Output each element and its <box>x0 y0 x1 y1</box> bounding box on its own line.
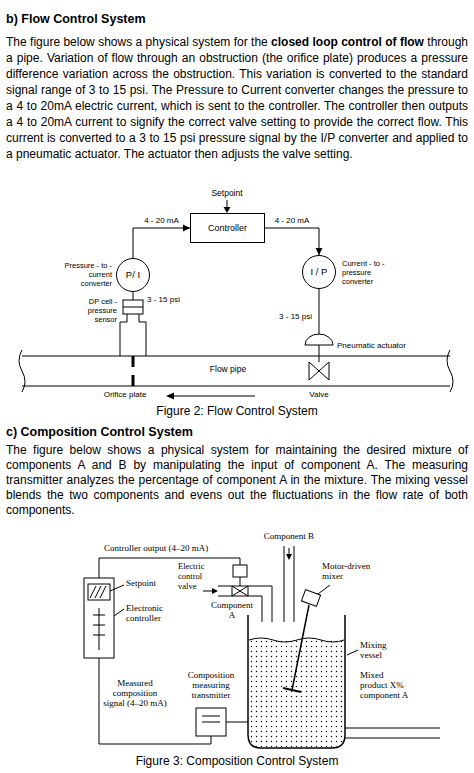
node-text: I / P <box>311 267 328 278</box>
flow-arrow <box>203 591 213 592</box>
converter-circle: I / P <box>302 255 336 289</box>
node-text: Controller <box>208 223 247 233</box>
part-label: Composition measuring transmitter <box>180 670 242 700</box>
valve-stem <box>319 345 320 362</box>
part-label: Setpoint <box>126 578 156 588</box>
signal-label: Setpoint <box>211 189 242 199</box>
sample-line <box>226 722 248 723</box>
part-label: Electric control valve <box>178 561 218 591</box>
paragraph: The figure below shows a physical system… <box>6 443 468 518</box>
part-label: Current - to - pressure converter <box>342 259 402 286</box>
dp-cell-diaphragm <box>123 307 143 308</box>
mixture-fill <box>249 640 344 747</box>
display-hatching <box>90 586 106 598</box>
figure-caption: Figure 2: Flow Control System <box>156 405 317 419</box>
signal-line <box>265 228 323 255</box>
controller-box: Controller <box>190 213 265 243</box>
output-wire <box>99 558 240 578</box>
figure-caption: Figure 3: Composition Control System <box>136 755 339 769</box>
mixer-shaft <box>292 605 309 690</box>
part-label: Pneumatic actuator <box>337 341 406 350</box>
part-label: DP cell - pressure sensor <box>71 297 117 324</box>
part-label: Pressure - to - current converter <box>56 261 112 288</box>
arrow-head <box>183 225 190 232</box>
signal-label: 3 - 15 psi <box>279 312 312 321</box>
transmitter-detail <box>202 716 220 722</box>
signal-line <box>133 225 190 259</box>
node-text: P/ I <box>126 270 140 281</box>
pipe-break <box>19 350 25 392</box>
transmitter-symbol <box>196 708 226 736</box>
leader-line <box>114 609 124 616</box>
pressure-line <box>133 292 134 300</box>
converter-circle: P/ I <box>116 258 150 292</box>
signal-label: Controller output (4–20 mA) <box>104 543 208 553</box>
controller-display <box>88 584 110 600</box>
valve-symbol <box>309 362 329 380</box>
arrow-head <box>166 393 174 400</box>
actuator-symbol <box>305 334 333 345</box>
controller-scale <box>93 608 105 650</box>
valve-symbol <box>232 586 248 596</box>
part-label: Mixed product X% component A <box>360 670 412 700</box>
vessel-outline <box>248 615 345 748</box>
paragraph-text: through a pipe. Variation of flow throug… <box>6 35 468 161</box>
signal-label: Measured composition signal (4–20 mA) <box>103 678 167 708</box>
part-label: Orifice plate <box>104 390 147 399</box>
edge-label: 4 - 20 mA <box>274 216 311 225</box>
section-heading: c) Composition Control System <box>6 425 193 439</box>
section-heading: b) Flow Control System <box>6 12 146 26</box>
signal-label: 3 - 15 psi <box>147 295 180 304</box>
pipe-wall <box>22 356 450 357</box>
leader-line <box>347 650 358 655</box>
part-label: Electronic controller <box>126 603 186 623</box>
connector-path <box>133 228 190 258</box>
paragraph-text: The figure below shows a physical system… <box>6 35 268 49</box>
arrow-head <box>316 248 323 255</box>
pipe-break <box>447 350 453 392</box>
part-label: Component B <box>264 531 314 541</box>
impulse-tube <box>139 314 146 356</box>
impulse-tube <box>120 314 127 356</box>
pneumatic-line <box>319 289 320 335</box>
flow-arrow <box>172 396 255 397</box>
part-label: Mixing vessel <box>360 640 405 660</box>
orifice-plate-symbol <box>132 356 135 386</box>
leader-line <box>318 585 330 594</box>
edge-label: 4 - 20 mA <box>143 216 180 225</box>
leader-line <box>110 585 124 591</box>
connector-path <box>265 228 319 255</box>
setpoint-line <box>227 200 228 208</box>
part-label: Component A <box>209 600 255 620</box>
paragraph-text: The figure below shows a physical system… <box>6 443 468 517</box>
valve-stem <box>240 577 241 586</box>
outlet-pipe <box>345 728 440 738</box>
part-label: Flow pipe <box>210 365 246 375</box>
controller-symbol <box>84 578 114 658</box>
pipe-wall <box>22 386 450 387</box>
arrow-head <box>212 588 218 594</box>
flow-arrow <box>289 548 290 555</box>
valve-actuator-symbol <box>233 565 247 577</box>
dp-cell-symbol <box>123 300 143 314</box>
paragraph: The figure below shows a physical system… <box>6 34 468 162</box>
motor-symbol <box>301 590 320 607</box>
part-label: Valve <box>309 390 328 399</box>
bold-phrase: closed loop control of flow <box>271 35 424 49</box>
liquid-surface <box>249 638 344 642</box>
arrow-head <box>286 554 292 560</box>
part-label: Motor-driven mixer <box>322 561 380 581</box>
pipe-wall <box>284 546 294 622</box>
mixer-impeller <box>283 688 301 692</box>
